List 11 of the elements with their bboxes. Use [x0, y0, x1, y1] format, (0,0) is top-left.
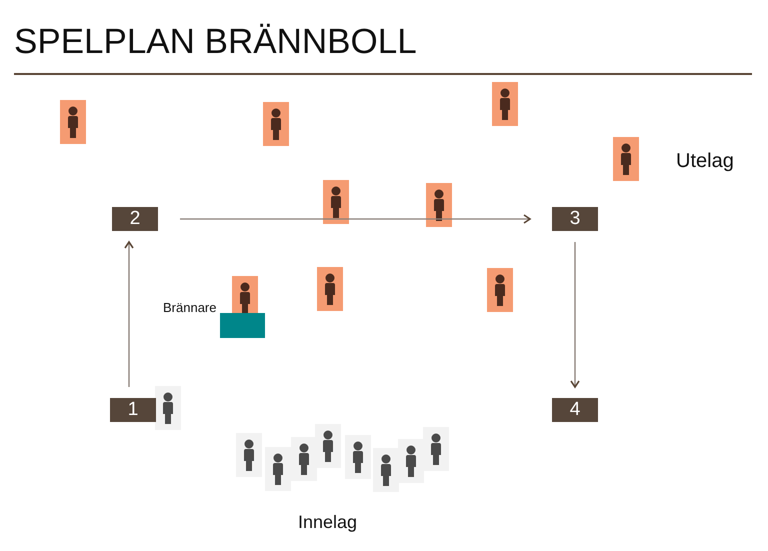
base-box: 2 [112, 207, 158, 231]
team-label: Utelag [676, 150, 734, 173]
team-label: Brännare [163, 300, 216, 315]
team-label: Innelag [298, 512, 358, 533]
base-box: 4 [552, 398, 598, 422]
base-box: 3 [552, 207, 598, 231]
arrow [570, 242, 580, 388]
arrow [180, 214, 531, 224]
base-box: 1 [110, 398, 156, 422]
title: SPELPLAN BRÄNNBOLL [14, 22, 417, 62]
arrow [124, 241, 134, 387]
